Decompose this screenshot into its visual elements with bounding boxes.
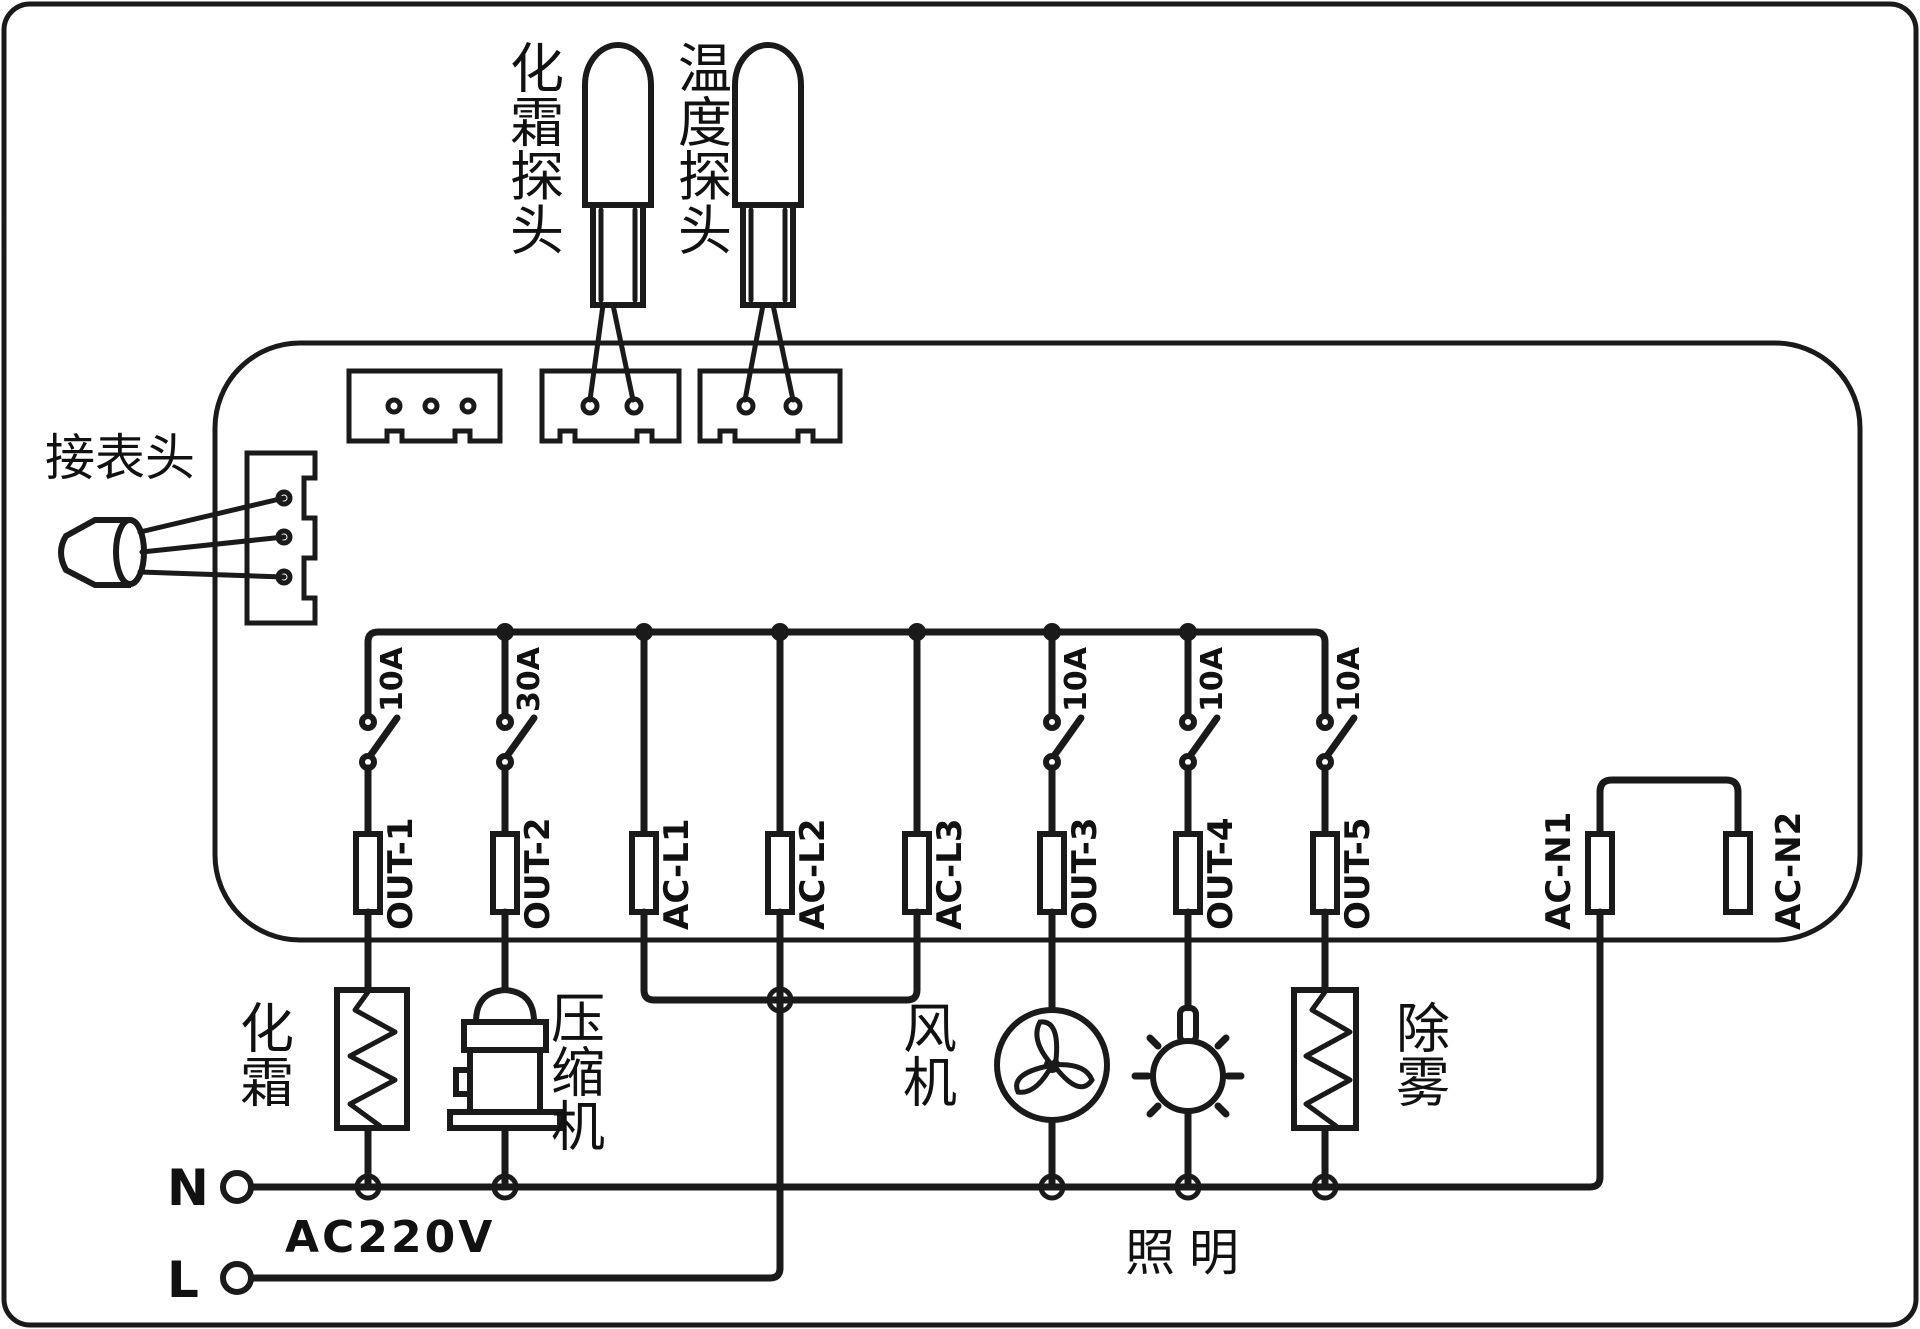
terminal-label-out-4: OUT-4	[1201, 818, 1241, 930]
connector-spare	[346, 368, 503, 444]
neutral-terminal	[220, 1170, 254, 1204]
heater-icon	[334, 987, 410, 1131]
terminal-ac-n2	[1723, 831, 1753, 915]
relay-rating-out-2: 30A	[512, 646, 547, 712]
demist-heater-icon	[1291, 987, 1359, 1131]
relay-out-4	[1173, 628, 1221, 915]
terminal-label-out-1: OUT-1	[381, 818, 421, 930]
terminal-ac-l2	[765, 831, 795, 915]
relay-rating-out-1: 10A	[375, 646, 410, 712]
terminal-label-ac-l1: AC-L1	[657, 819, 697, 930]
terminal-label-ac-n2: AC-N2	[1769, 812, 1809, 930]
compressor-icon	[447, 986, 563, 1131]
relay-out-2	[490, 628, 538, 915]
lighting-load-label: 照明	[1125, 1224, 1253, 1282]
controller-board	[212, 340, 1863, 943]
connector-meter	[244, 450, 318, 626]
lamp-icon	[1131, 1005, 1245, 1136]
terminal-label-ac-l3: AC-L3	[930, 819, 970, 930]
terminal-label-ac-n1: AC-N1	[1539, 812, 1579, 930]
relay-rating-out-5: 10A	[1332, 646, 1367, 712]
defrost-load-label: 化霜	[231, 1000, 294, 1108]
terminal-label-ac-l2: AC-L2	[793, 819, 833, 930]
live-wire	[246, 1256, 784, 1282]
live-label: L	[167, 1251, 199, 1309]
neutral-jumper	[1596, 776, 1742, 838]
demist-load-label: 除雾	[1387, 1000, 1450, 1108]
connector-defrost-probe	[539, 368, 682, 444]
neutral-junctions	[354, 1173, 1339, 1201]
temperature-probe-label: 温度探头	[669, 40, 732, 256]
relay-out-3	[1037, 628, 1085, 915]
line-bus	[364, 628, 1329, 699]
terminal-ac-n1	[1585, 831, 1615, 915]
terminal-label-out-5: OUT-5	[1338, 818, 1378, 930]
meter-plug-icon	[58, 495, 287, 588]
terminal-label-out-3: OUT-3	[1065, 818, 1105, 930]
compressor-load-label: 压缩机	[542, 990, 605, 1152]
relay-rating-out-3: 10A	[1059, 646, 1094, 712]
neutral-wire	[246, 908, 1604, 1191]
bus-junctions	[496, 623, 1197, 641]
terminal-ac-l3	[902, 831, 932, 915]
live-terminal	[220, 1261, 254, 1295]
meter-connector-label: 接表头	[45, 429, 195, 487]
temperature-probe-icon	[732, 42, 804, 403]
terminal-label-out-2: OUT-2	[518, 818, 558, 930]
neutral-label: N	[167, 1159, 209, 1217]
defrost-probe-label: 化霜探头	[501, 40, 564, 256]
fan-icon	[994, 1007, 1110, 1123]
connector-temperature-probe	[697, 368, 843, 444]
terminal-ac-l1	[629, 831, 659, 915]
relay-out-1	[353, 691, 401, 915]
fan-load-label: 风机	[894, 1000, 957, 1108]
relay-rating-out-4: 10A	[1195, 646, 1230, 712]
defrost-probe-icon	[582, 42, 654, 403]
voltage-label: AC220V	[285, 1212, 495, 1263]
